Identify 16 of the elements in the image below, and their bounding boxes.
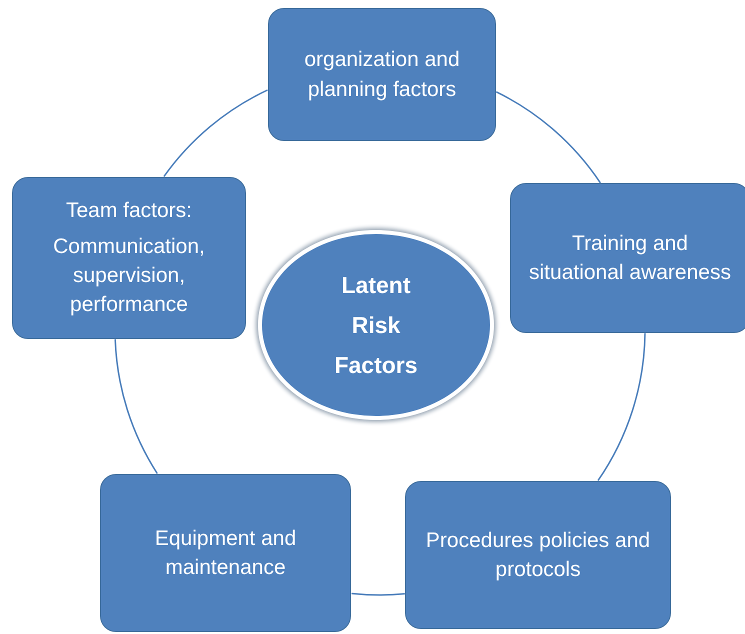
factor-box [510, 183, 745, 333]
connector-arc [597, 333, 646, 481]
node-label: Team factors: [66, 198, 192, 224]
factor-box [12, 177, 246, 339]
connector-arc [351, 592, 405, 596]
node-label: Equipment and maintenance [154, 526, 298, 581]
node-label: organization and planning factors [303, 47, 461, 102]
connector-arc [496, 91, 601, 184]
node-label: Communication, supervision, performance [52, 234, 206, 318]
node-label: Training and situational awareness [528, 230, 732, 286]
node-label: Procedures policies and protocols [424, 528, 652, 583]
node-label: Latent Risk Factors [333, 270, 419, 380]
factor-box [268, 8, 496, 141]
factor-box [405, 481, 671, 629]
connector-arc [114, 339, 158, 474]
factor-box [100, 474, 351, 632]
